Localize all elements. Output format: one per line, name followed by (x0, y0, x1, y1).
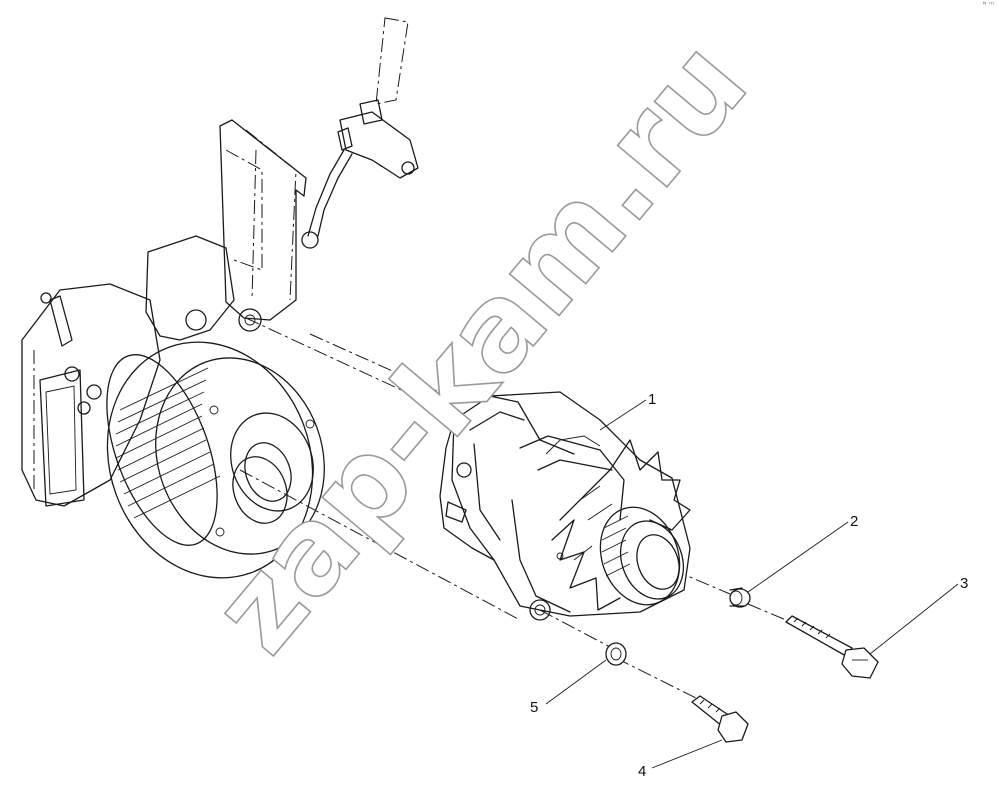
spacer-bushing (729, 587, 751, 608)
short-bolt (691, 695, 749, 743)
corner-mark: ᴺ ᵐ (982, 0, 994, 9)
callout-leaders (545, 399, 959, 769)
callout-3-label: 3 (960, 575, 968, 592)
callout-4-label: 4 (638, 763, 646, 780)
callout-1-label: 1 (648, 391, 656, 408)
long-bolt (785, 615, 879, 679)
callout-2-label: 2 (850, 513, 858, 530)
alignment-lines (239, 317, 787, 701)
engine-assembly (21, 17, 419, 579)
washer (605, 642, 627, 666)
alternator (439, 391, 691, 621)
callout-5-label: 5 (530, 699, 538, 716)
